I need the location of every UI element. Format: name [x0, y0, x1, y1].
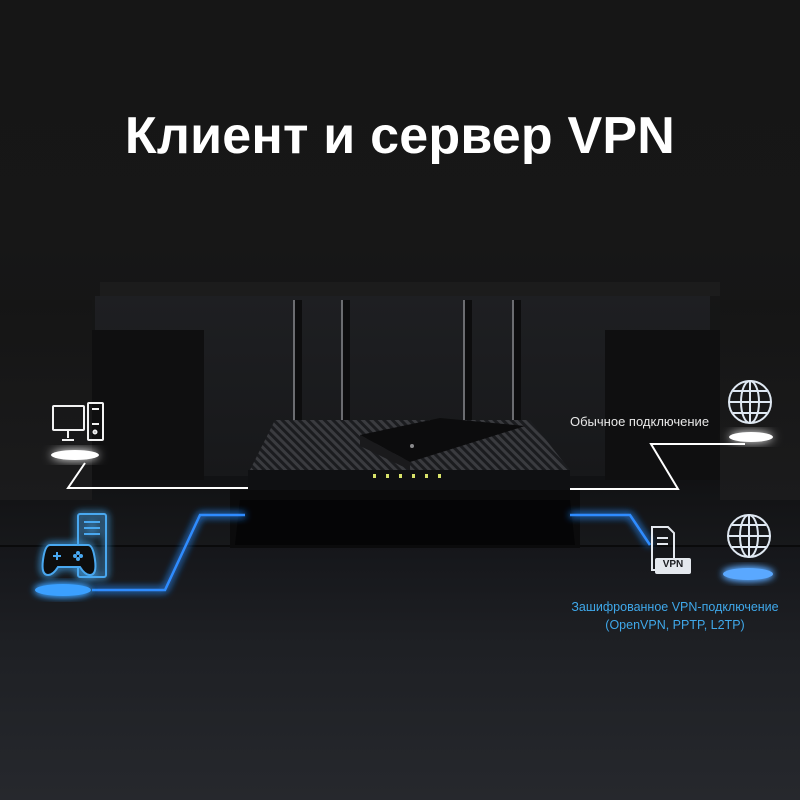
vpn-server-icon: [651, 526, 691, 574]
background-shelf: [100, 282, 720, 296]
desktop-computer-icon: [52, 402, 104, 441]
vpn-connection-lines: [92, 513, 652, 592]
vpn-connection-label-line2: (OpenVPN, PPTP, L2TP): [605, 618, 745, 632]
router-stand: [230, 490, 580, 548]
vpn-connection-label-line1: Зашифрованное VPN-подключение: [571, 600, 779, 614]
router: [248, 418, 570, 490]
background-block-right: [605, 330, 720, 480]
page-title: Клиент и сервер VPN: [124, 107, 676, 165]
globe-icon: [727, 514, 771, 558]
plain-connection-label: Обычное подключение: [570, 414, 710, 429]
background-left: [0, 300, 92, 500]
background-block-left: [92, 330, 204, 480]
globe-icon: [728, 380, 772, 424]
plain-connection-lines: [66, 443, 745, 490]
gamepad-and-pc-tower-icon: [41, 513, 107, 578]
globe-spotlight-white: [729, 432, 773, 442]
device-spotlight-blue: [35, 584, 91, 596]
vpn-connection-label: Зашифрованное VPN-подключение (OpenVPN, …: [545, 598, 800, 634]
floor: [0, 545, 800, 800]
router-leds: [373, 474, 441, 478]
router-antennas: [293, 300, 521, 435]
background-right: [720, 300, 800, 500]
device-spotlight-white: [51, 450, 99, 460]
globe-spotlight-blue: [723, 568, 773, 580]
vpn-badge: VPN: [662, 559, 684, 570]
